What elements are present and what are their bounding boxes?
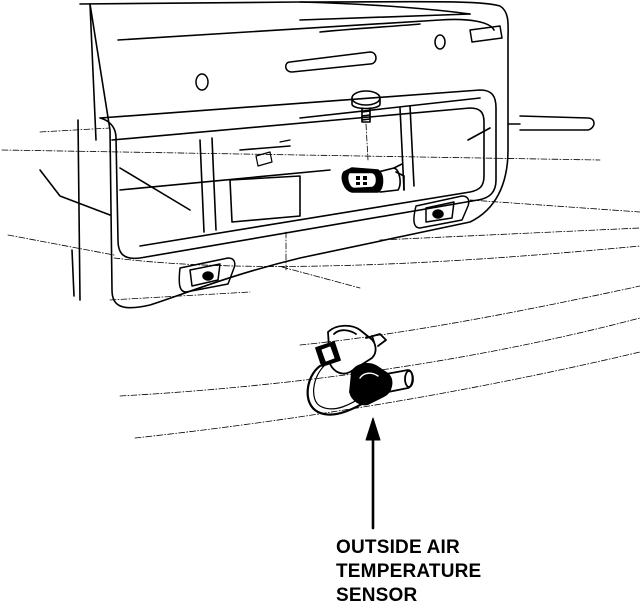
callout-line-1: OUTSIDE AIR (336, 537, 460, 558)
harness-connector (341, 163, 405, 193)
plate-dimple (255, 139, 291, 167)
mounting-bolt (351, 90, 381, 123)
trunk-stay-rod (507, 115, 595, 131)
sensor-callout-label: OUTSIDE AIR TEMPERATURE SENSOR (336, 536, 576, 608)
bumper-reference-lines (1, 127, 640, 439)
callout-arrow (365, 417, 381, 530)
outside-air-temperature-sensor (306, 324, 414, 416)
clip-right (413, 195, 470, 229)
trunk-lid-panel (71, 0, 509, 309)
callout-line-2: TEMPERATURE (336, 561, 482, 582)
callout-line-3: SENSOR (336, 585, 418, 606)
bolt-guide-line (365, 123, 369, 161)
lid-slots (195, 25, 503, 91)
clip-left (178, 257, 236, 293)
